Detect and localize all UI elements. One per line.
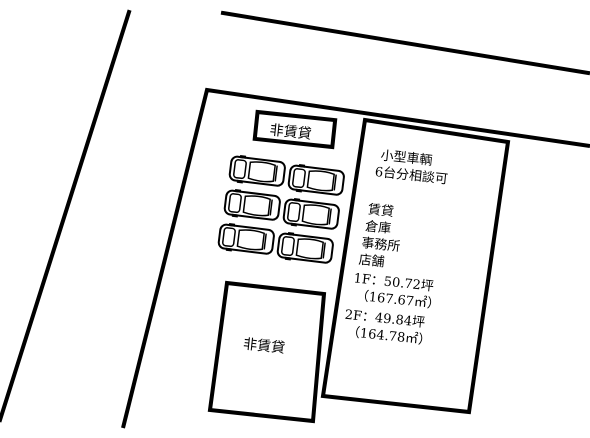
usage-warehouse: 倉庫 xyxy=(364,219,391,237)
non-rental-box-bottom xyxy=(207,280,327,424)
usage-office: 事務所 xyxy=(361,236,401,255)
rental-building: 小型車輌 6台分相談可 賃貸 倉庫 事務所 店舗 1F：50.72坪 （167.… xyxy=(320,117,511,415)
car-3 xyxy=(223,188,281,221)
car-4 xyxy=(282,197,340,230)
car-6 xyxy=(276,231,334,264)
usage-store: 店舗 xyxy=(358,253,385,271)
lot-boundary xyxy=(121,87,590,429)
rental-building-outline xyxy=(320,117,511,415)
non-rental-label-bottom: 非賃貸 xyxy=(242,336,285,356)
car-1 xyxy=(228,154,286,187)
road-lines xyxy=(0,9,590,423)
parking-capacity-line2: 6台分相談可 xyxy=(374,164,449,188)
parking-capacity-line1: 小型車輌 xyxy=(380,149,433,169)
non-rental-label-top: 非賃貸 xyxy=(269,122,312,142)
road-line-left xyxy=(0,9,132,423)
non-rental-building-top: 非賃貸 xyxy=(252,109,338,150)
parking-cars xyxy=(217,154,345,264)
road-line-top xyxy=(220,10,590,76)
non-rental-box-top xyxy=(252,109,338,150)
non-rental-building-bottom: 非賃貸 xyxy=(207,280,327,424)
car-2 xyxy=(287,163,345,196)
car-5 xyxy=(217,222,275,255)
usage-rental: 賃貸 xyxy=(367,201,395,220)
